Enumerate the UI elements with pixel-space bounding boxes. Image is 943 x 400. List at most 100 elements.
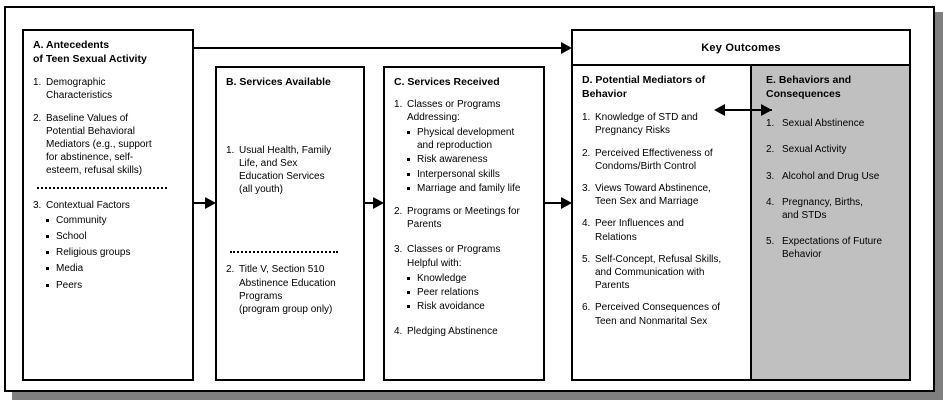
box-a-item-3-text: Contextual Factors	[46, 199, 130, 211]
box-d-item-3: 3. Views Toward Abstinence, Teen Sex and…	[582, 182, 743, 208]
box-d-item-3-number: 3.	[582, 183, 591, 195]
box-c-item-3-number: 3.	[394, 244, 403, 256]
box-b-item-2-text: Title V, Section 510 Abstinence Educatio…	[239, 264, 336, 315]
box-b-title: B. Services Available	[226, 76, 331, 88]
box-e-behaviors-consequences: E. Behaviors and Consequences 1. Sexual …	[752, 66, 909, 379]
box-b-item-2: 2. Title V, Section 510 Abstinence Educa…	[226, 263, 356, 316]
box-d-item-4-text: Peer Influences and Relations	[595, 218, 684, 243]
box-d-item-2: 2. Perceived Effectiveness of Condoms/Bi…	[582, 147, 743, 173]
list-item: Peer relations	[407, 286, 536, 299]
box-d-item-1: 1. Knowledge of STD and Pregnancy Risks	[582, 111, 743, 137]
box-d-item-1-text: Knowledge of STD and Pregnancy Risks	[595, 112, 698, 137]
box-a-antecedents: A. Antecedents of Teen Sexual Activity 1…	[22, 29, 194, 381]
list-item: Knowledge	[407, 272, 536, 285]
arrow-a-to-key-outcomes-line	[194, 47, 563, 49]
box-a-bullet-list: Community School Religious groups Media …	[33, 214, 185, 292]
box-a-item-2-number: 2.	[33, 112, 42, 124]
box-b-item-1-number: 1.	[226, 144, 235, 156]
box-d-item-5-number: 5.	[582, 253, 591, 265]
list-item: Risk awareness	[407, 153, 536, 166]
arrow-d-to-e-head-right-icon	[761, 104, 772, 116]
box-d-item-4: 4. Peer Influences and Relations	[582, 217, 743, 243]
box-e-item-5-number: 5.	[766, 236, 775, 248]
box-d-item-2-text: Perceived Effectiveness of Condoms/Birth…	[595, 147, 713, 172]
box-d-item-6-number: 6.	[582, 302, 591, 314]
box-d-item-3-text: Views Toward Abstinence, Teen Sex and Ma…	[595, 183, 711, 208]
arrow-a-to-key-outcomes-head-icon	[561, 42, 572, 54]
box-d-title: D. Potential Mediators of Behavior	[582, 74, 706, 100]
box-a-item-1-text: Demographic Characteristics	[46, 77, 113, 102]
box-e-item-1-number: 1.	[766, 118, 775, 130]
box-a-item-1: 1. Demographic Characteristics	[33, 76, 185, 102]
list-item: Marriage and family life	[407, 182, 536, 195]
box-e-item-3: 3. Alcohol and Drug Use	[766, 170, 902, 183]
box-e-content: E. Behaviors and Consequences 1. Sexual …	[752, 66, 909, 379]
box-c-item-1-number: 1.	[394, 98, 403, 110]
box-a-item-3: 3. Contextual Factors	[33, 199, 185, 212]
box-d-item-1-number: 1.	[582, 112, 591, 124]
box-c-item-3: 3. Classes or Programs Helpful with:	[394, 243, 536, 269]
arrow-a-to-b-head-icon	[205, 197, 216, 209]
box-d-item-6-text: Perceived Consequences of Teen and Nonma…	[595, 302, 721, 327]
box-d-content: D. Potential Mediators of Behavior 1. Kn…	[573, 66, 750, 379]
box-b-content: B. Services Available 1. Usual Health, F…	[217, 68, 363, 379]
box-a-item-1-number: 1.	[33, 77, 42, 89]
box-b-item-1: 1. Usual Health, Family Life, and Sex Ed…	[226, 144, 356, 197]
box-e-item-4-text: Pregnancy, Births, and STDs	[782, 196, 863, 222]
arrow-c-to-d-head-icon	[561, 197, 572, 209]
box-e-item-5-text: Expectations of Future Behavior	[782, 236, 883, 261]
box-c-item-4-number: 4.	[394, 326, 403, 338]
list-item: Risk avoidance	[407, 300, 536, 313]
box-b-spacer-mid	[226, 205, 356, 249]
box-e-title: E. Behaviors and Consequences	[766, 74, 852, 100]
arrow-b-to-c-head-icon	[373, 197, 384, 209]
box-a-content: A. Antecedents of Teen Sexual Activity 1…	[24, 31, 192, 379]
box-c-title: C. Services Received	[394, 76, 500, 88]
box-e-item-2: 2. Sexual Activity	[766, 143, 902, 156]
box-b-dotted-separator	[230, 251, 338, 254]
box-c-item-3-bullets: Knowledge Peer relations Risk avoidance	[394, 272, 536, 314]
box-d-item-6: 6. Perceived Consequences of Teen and No…	[582, 301, 743, 327]
box-d-item-5: 5. Self-Concept, Refusal Skills, and Com…	[582, 253, 743, 293]
box-d-item-2-number: 2.	[582, 147, 591, 159]
box-c-item-1: 1. Classes or Programs Addressing:	[394, 98, 536, 124]
box-e-item-4-number: 4.	[766, 196, 775, 208]
key-outcomes-panel: Key Outcomes D. Potential Mediators of B…	[571, 29, 911, 381]
box-e-item-3-number: 3.	[766, 170, 775, 182]
box-c-item-4-text: Pledging Abstinence	[407, 326, 498, 338]
box-d-potential-mediators: D. Potential Mediators of Behavior 1. Kn…	[573, 66, 752, 379]
frame-shadow-bottom	[12, 392, 943, 400]
box-c-item-1-bullets: Physical development and reproduction Ri…	[394, 126, 536, 195]
list-item: Interpersonal skills	[407, 168, 536, 181]
frame-shadow-right	[935, 12, 943, 400]
box-c-item-3-text: Classes or Programs Helpful with:	[407, 244, 501, 269]
box-a-item-3-number: 3.	[33, 199, 42, 211]
box-e-item-5: 5. Expectations of Future Behavior	[766, 235, 902, 261]
list-item: Religious groups	[46, 246, 185, 259]
list-item: Peers	[46, 279, 185, 292]
box-a-item-2: 2. Baseline Values of Potential Behavior…	[33, 112, 185, 178]
box-e-item-2-text: Sexual Activity	[782, 144, 847, 156]
arrow-b-to-c-line	[365, 202, 374, 204]
box-e-item-1: 1. Sexual Abstinence	[766, 117, 902, 130]
box-b-spacer-top	[226, 100, 356, 144]
box-b-services-available: B. Services Available 1. Usual Health, F…	[215, 66, 365, 381]
list-item: School	[46, 230, 185, 243]
list-item: Physical development and reproduction	[407, 126, 536, 152]
box-c-content: C. Services Received 1. Classes or Progr…	[385, 68, 543, 379]
box-e-item-4: 4. Pregnancy, Births, and STDs	[766, 196, 902, 222]
box-c-item-2-text: Programs or Meetings for Parents	[407, 205, 520, 231]
box-c-item-2-number: 2.	[394, 205, 403, 217]
arrow-d-to-e-head-left-icon	[714, 104, 725, 116]
box-b-item-2-number: 2.	[226, 264, 235, 276]
box-c-item-4: 4. Pledging Abstinence	[394, 325, 536, 338]
box-e-item-1-text: Sexual Abstinence	[782, 118, 865, 130]
box-d-item-5-text: Self-Concept, Refusal Skills, and Commun…	[595, 253, 722, 292]
box-d-item-4-number: 4.	[582, 218, 591, 230]
arrow-a-to-b-line	[194, 202, 206, 204]
box-c-services-received: C. Services Received 1. Classes or Progr…	[383, 66, 545, 381]
box-e-item-3-text: Alcohol and Drug Use	[782, 170, 880, 182]
box-a-item-2-text: Baseline Values of Potential Behavioral …	[46, 112, 152, 177]
arrow-c-to-d-line	[545, 202, 562, 204]
